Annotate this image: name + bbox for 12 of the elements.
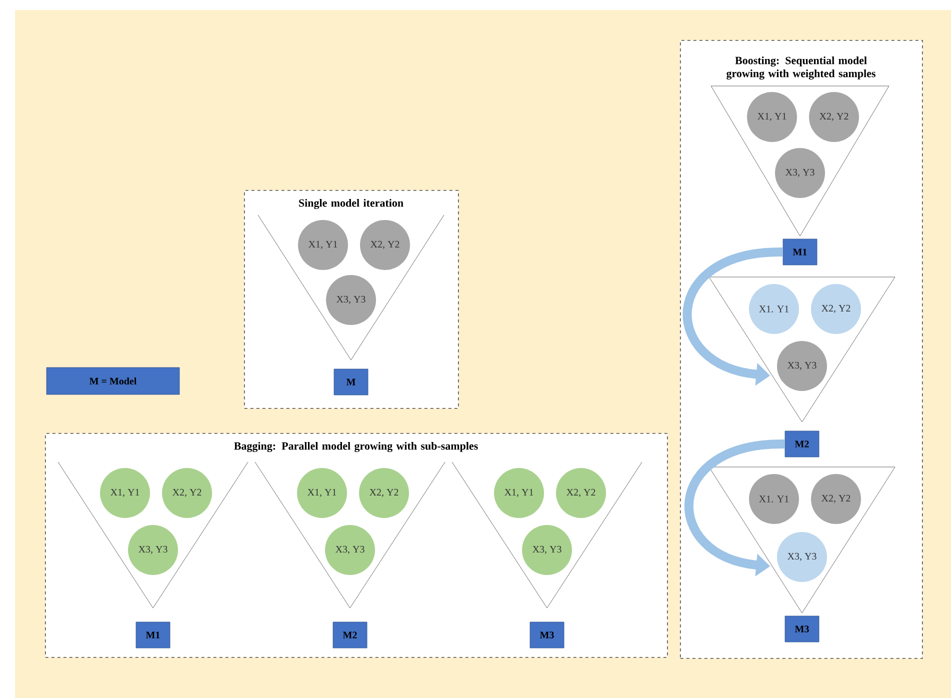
funnel-outline <box>58 462 248 608</box>
key-box: M = Model <box>46 367 180 395</box>
model-box: M1 <box>782 238 818 266</box>
model-box: M2 <box>332 622 368 648</box>
model-box: M2 <box>784 430 820 458</box>
funnel-outline <box>258 214 444 360</box>
model-box: M3 <box>530 622 564 648</box>
model-box: M <box>334 368 368 396</box>
model-box: M1 <box>136 622 170 648</box>
model-box: M3 <box>784 616 820 642</box>
funnel-outline <box>254 462 446 608</box>
funnel-outline <box>452 462 642 608</box>
